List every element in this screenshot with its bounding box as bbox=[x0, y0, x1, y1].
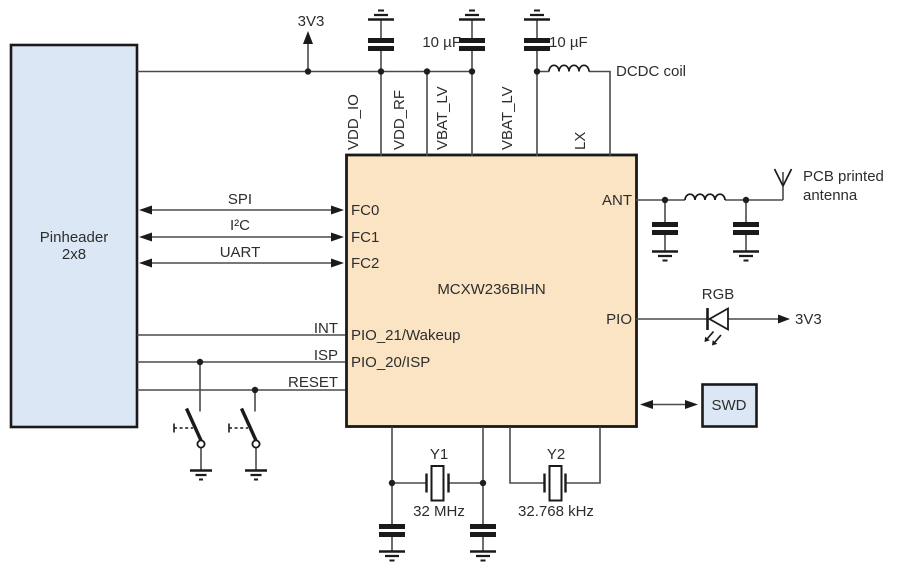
crystal-plates bbox=[425, 473, 450, 493]
pin-label-fc2: FC2 bbox=[351, 255, 380, 272]
led-triangle bbox=[707, 306, 729, 332]
pinheader-label-line2: 2x8 bbox=[61, 246, 87, 263]
signal-label-reset: RESET bbox=[287, 374, 338, 391]
capacitor bbox=[459, 38, 485, 51]
pin-label-ant: ANT bbox=[602, 192, 632, 209]
pin-label-vdd-io: VDD_IO bbox=[345, 94, 362, 150]
pin-label-pio: PIO bbox=[606, 311, 632, 328]
bus-label-spi: SPI bbox=[227, 191, 253, 208]
pin-label-pio21-wakeup: PIO_21/Wakeup bbox=[351, 327, 461, 344]
arrow-left bbox=[139, 205, 152, 215]
wires bbox=[137, 20, 786, 552]
antenna-label-line1: PCB printed bbox=[803, 168, 884, 185]
pin-label-vbat-lv-2: VBAT_LV bbox=[499, 86, 516, 150]
dcdc-coil-label: DCDC coil bbox=[616, 63, 687, 80]
pinheader-block bbox=[9, 43, 139, 429]
cap-value-label: 10 µF bbox=[422, 34, 461, 51]
capacitor bbox=[524, 38, 550, 51]
pin-label-lx: LX bbox=[572, 131, 589, 150]
led-supply-label: 3V3 bbox=[795, 311, 822, 328]
capacitor bbox=[733, 222, 759, 235]
crystal-body bbox=[430, 465, 445, 502]
led-emission-arrow bbox=[712, 340, 718, 346]
signal-wires bbox=[137, 334, 345, 391]
rail-3v3-label: 3V3 bbox=[297, 13, 325, 30]
arrow-right-3v3 bbox=[778, 314, 790, 324]
swd-block bbox=[701, 383, 758, 428]
antenna-cap-stubs bbox=[664, 200, 747, 251]
ground-symbols bbox=[190, 9, 759, 562]
cap-value-label: 10 µF bbox=[549, 34, 588, 51]
arrow-left bbox=[640, 400, 653, 409]
switch-lever bbox=[184, 407, 203, 442]
bus-label-i2c: I²C bbox=[230, 217, 250, 234]
supply-pin-drops bbox=[380, 71, 538, 156]
antenna-icon bbox=[773, 168, 793, 187]
crystal-y1-ref: Y1 bbox=[429, 446, 449, 463]
led-emission-arrow bbox=[704, 336, 710, 342]
pinheader-label-line1: Pinheader bbox=[39, 229, 109, 246]
chip-name-label: MCXW236BIHN bbox=[437, 281, 546, 298]
capacitor bbox=[368, 38, 394, 51]
signal-label-isp: ISP bbox=[313, 347, 338, 364]
arrow-left bbox=[139, 258, 152, 268]
antenna-label-line2: antenna bbox=[803, 187, 858, 204]
switch-isp bbox=[173, 407, 206, 449]
xtal2-wires bbox=[509, 427, 601, 484]
switch-lever bbox=[239, 407, 258, 442]
arrow-right bbox=[331, 205, 344, 215]
swd-label: SWD bbox=[711, 397, 747, 414]
pin-label-vbat-lv-1: VBAT_LV bbox=[434, 86, 451, 150]
capacitors bbox=[368, 38, 759, 537]
mcu-block bbox=[345, 153, 638, 428]
arrow-right bbox=[685, 400, 698, 409]
capacitor bbox=[652, 222, 678, 235]
crystal-y2-ref: Y2 bbox=[546, 446, 566, 463]
cap-stubs-top bbox=[380, 20, 538, 72]
switch-contact bbox=[251, 439, 261, 449]
arrowheads bbox=[139, 31, 790, 409]
bus-label-uart: UART bbox=[219, 244, 261, 261]
rgb-led-symbol bbox=[704, 306, 729, 346]
antenna-wire bbox=[636, 172, 784, 201]
xtal1-wires bbox=[391, 427, 484, 552]
crystal-plates bbox=[543, 473, 567, 493]
junction-dots bbox=[196, 68, 750, 487]
pin-label-vdd-rf: VDD_RF bbox=[391, 89, 408, 150]
up-arrow-3v3 bbox=[303, 31, 313, 44]
arrow-right bbox=[331, 232, 344, 242]
capacitor bbox=[379, 524, 405, 537]
switch-reset bbox=[228, 407, 261, 449]
rgb-led-label: RGB bbox=[701, 286, 735, 303]
arrow-left bbox=[139, 232, 152, 242]
crystal-body bbox=[548, 465, 563, 502]
switch-contact bbox=[196, 439, 206, 449]
pin-label-pio20-isp: PIO_20/ISP bbox=[351, 354, 431, 371]
pin-label-fc0: FC0 bbox=[351, 202, 380, 219]
signal-label-int: INT bbox=[313, 320, 338, 337]
capacitor bbox=[470, 524, 496, 537]
crystal-y1-freq: 32 MHz bbox=[413, 503, 465, 520]
switch-stubs bbox=[199, 362, 257, 470]
pin-label-fc1: FC1 bbox=[351, 229, 380, 246]
crystal-y1-symbol bbox=[425, 465, 450, 502]
dcdc-coil-symbol bbox=[548, 64, 590, 72]
arrow-right bbox=[331, 258, 344, 268]
bus-wires bbox=[150, 209, 333, 264]
antenna-coil-symbol bbox=[684, 193, 726, 201]
crystal-y2-symbol bbox=[543, 465, 567, 502]
led-emission-lines bbox=[706, 330, 722, 343]
crystal-y2-freq: 32.768 kHz bbox=[518, 503, 594, 520]
